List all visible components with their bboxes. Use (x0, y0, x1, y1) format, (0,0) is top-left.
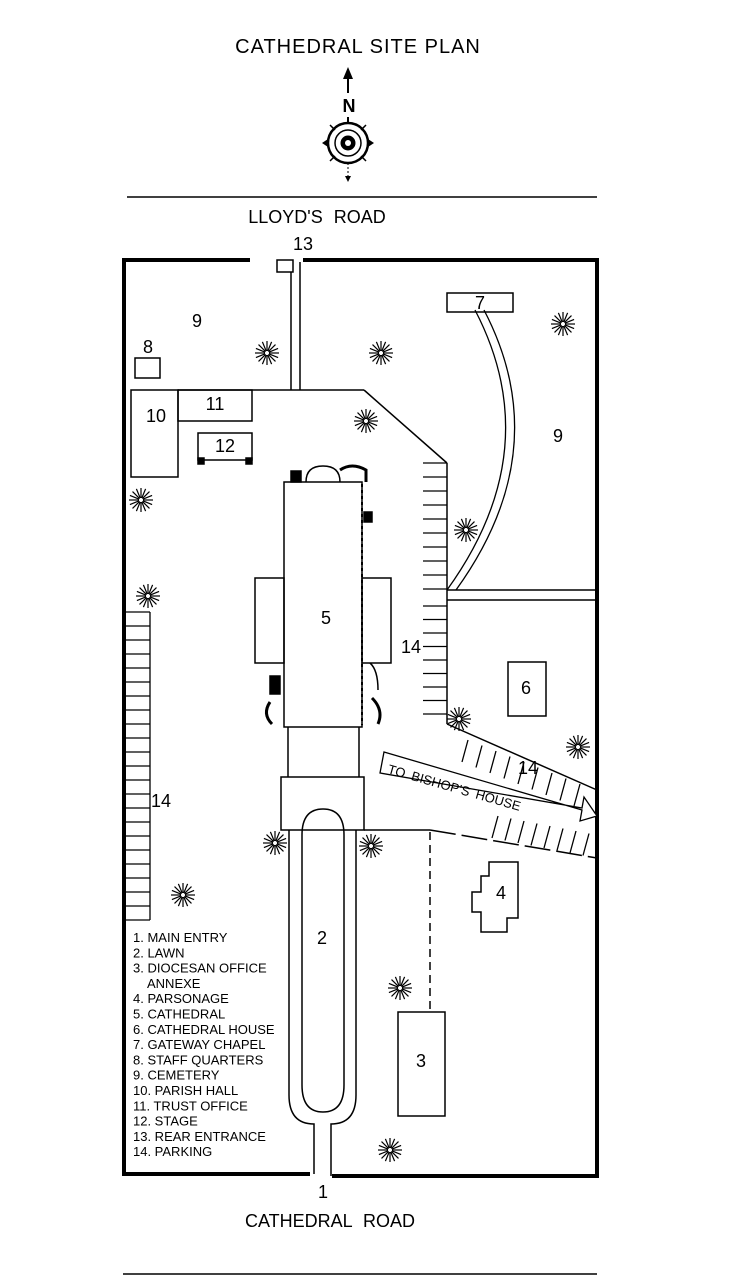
gateway-chapel-building (446, 292, 514, 313)
parking-stall-line (556, 828, 564, 851)
parsonage-building (471, 861, 519, 933)
parking-stall-line (489, 750, 497, 774)
parking-stall-line (573, 783, 581, 807)
parking-stall-line (559, 778, 567, 801)
parking-stall-line (545, 772, 553, 796)
legend-item: 2. LAWN (133, 945, 185, 960)
legend-item: 3. DIOCESAN OFFICE (133, 961, 267, 976)
label-parking-east: 14 (401, 637, 421, 657)
label-parish-hall: 10 (146, 406, 166, 426)
north-compass-icon (322, 67, 374, 182)
north-label: N (343, 96, 356, 116)
tree-icon (566, 735, 590, 759)
label-staff-quarters: 8 (143, 337, 153, 357)
label-lawn: 2 (317, 928, 327, 948)
legend-item: 6. CATHEDRAL HOUSE (133, 1022, 275, 1037)
parking-stall-line (503, 756, 511, 779)
tree-icons (129, 312, 590, 1162)
cathedral-building (254, 464, 392, 728)
label-main-entry: 1 (318, 1182, 328, 1202)
tree-icon (378, 1138, 402, 1162)
staff-quarters-building (134, 357, 161, 379)
parking-stall-line (569, 830, 577, 854)
legend-item: 13. REAR ENTRANCE (133, 1129, 266, 1144)
legend-item: 14. PARKING (133, 1144, 212, 1159)
label-parsonage: 4 (496, 883, 506, 903)
cathedral-road-label: CATHEDRAL ROAD (245, 1211, 415, 1231)
legend-item: 7. GATEWAY CHAPEL (133, 1037, 265, 1052)
legend-item: 5. CATHEDRAL (133, 1007, 225, 1022)
parking-stall-line (543, 825, 551, 849)
tree-icon (454, 518, 478, 542)
legend-item: 11. TRUST OFFICE (133, 1098, 248, 1113)
site-boundary (122, 258, 599, 1178)
tree-icon (551, 312, 575, 336)
parking-stalls (126, 462, 590, 921)
parking-stall-line (475, 745, 483, 768)
label-rear-entrance: 13 (293, 234, 313, 254)
tree-icon (136, 584, 160, 608)
label-cemetery-east: 9 (553, 426, 563, 446)
tree-icon (369, 341, 393, 365)
parking-stall-line (461, 739, 469, 763)
parking-stall-line (517, 761, 525, 785)
label-trust-office: 11 (206, 394, 225, 414)
tree-icon (129, 488, 153, 512)
legend-item: 8. STAFF QUARTERS (133, 1052, 264, 1067)
label-parking-west: 14 (151, 791, 171, 811)
label-gateway-chapel: 7 (475, 293, 485, 313)
bishops-house-arrow-icon (379, 751, 599, 822)
stage-building (197, 432, 253, 465)
legend-item: 4. PARSONAGE (133, 991, 229, 1006)
legend-item: 10. PARISH HALL (133, 1083, 238, 1098)
parking-stall-line (517, 820, 525, 844)
label-cathedral-house: 6 (521, 678, 531, 698)
tree-icon (263, 831, 287, 855)
tree-icon (447, 707, 471, 731)
parking-stall-line (531, 767, 539, 790)
legend-item: 12. STAGE (133, 1114, 198, 1129)
trust-office-building (177, 389, 253, 422)
tree-icon (255, 341, 279, 365)
legend-item: 9. CEMETERY (133, 1068, 220, 1083)
chapel-path (446, 309, 516, 591)
label-parking-southeast: 14 (518, 758, 538, 778)
label-cathedral: 5 (321, 608, 331, 628)
lawn-drive (288, 808, 357, 1176)
legend-item: ANNEXE (147, 976, 201, 991)
plan-title: CATHEDRAL SITE PLAN (235, 36, 481, 58)
legend-item: 1. MAIN ENTRY (133, 930, 228, 945)
tree-icon (388, 976, 412, 1000)
label-cemetery-west: 9 (192, 311, 202, 331)
rear-entrance (276, 259, 301, 390)
label-diocesan-office: 3 (416, 1051, 426, 1071)
parking-stall-line (582, 833, 590, 856)
parking-stall-line (504, 818, 512, 841)
lloyds-road-label: LLOYD'S ROAD (248, 207, 385, 227)
cathedral-house-building (507, 661, 547, 717)
tree-icon (354, 409, 378, 433)
parking-stall-line (491, 815, 499, 839)
parking-stall-line (530, 823, 538, 846)
tree-icon (359, 834, 383, 858)
parish-hall-building (130, 389, 179, 478)
label-stage: 12 (215, 436, 235, 456)
diocesan-office-building (397, 1011, 446, 1117)
internal-drive (178, 389, 598, 1012)
tree-icon (171, 883, 195, 907)
